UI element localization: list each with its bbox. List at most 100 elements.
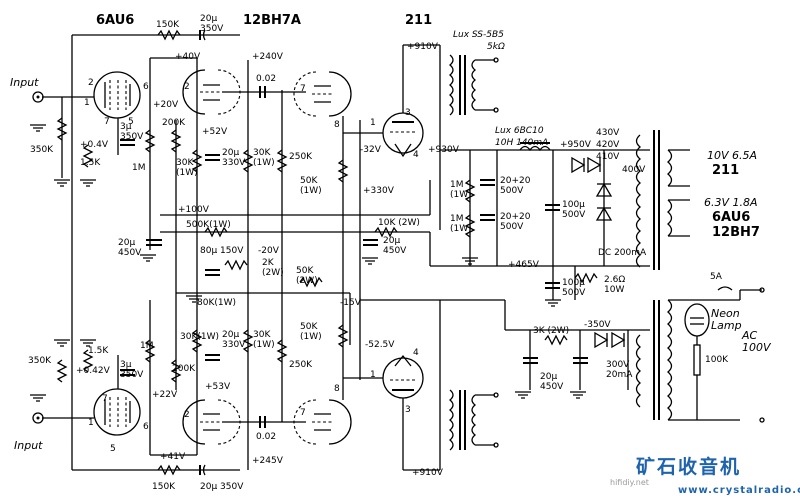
- pin-12bh7-2-bot: 2: [184, 410, 190, 420]
- label-fil211-v: 10V 6.5A: [707, 149, 758, 162]
- tube-6au6-bottom: [93, 388, 141, 436]
- label-c2020-b: 20+20 500V: [500, 212, 531, 232]
- label-r150k-bot: 150K: [152, 482, 176, 492]
- pin-12bh7-7: 7: [300, 84, 306, 94]
- label-r350k-bot: 350K: [28, 356, 52, 366]
- watermark-brand: 矿石收音机: [636, 456, 742, 478]
- label-opt-top-ohm: 5kΩ: [487, 42, 505, 52]
- output-transformer-bottom: [448, 389, 499, 451]
- label-ac: AC 100V: [742, 329, 771, 354]
- resistors: [56, 29, 598, 476]
- label-fil-small-t1: 6AU6: [712, 210, 751, 225]
- label-r250k-bot: 250K: [289, 360, 313, 370]
- label-r3k2w: 3K (2W): [533, 326, 570, 336]
- label-neon: Neon Lamp: [711, 307, 742, 332]
- input-jacks: [32, 91, 94, 424]
- pin-211-1-bot: 1: [370, 370, 376, 380]
- label-tap430: 430V: [596, 128, 620, 138]
- ground-symbols: [30, 124, 586, 402]
- label-r1m1w-a: 1M (1W): [450, 180, 472, 200]
- label-c20u450-b: 20μ 450V: [540, 372, 564, 392]
- label-tr300: 300V 20mA: [606, 360, 633, 380]
- label-choke: Lux 6BC10: [495, 126, 544, 136]
- watermark-bg: hifidiy.net: [610, 478, 649, 487]
- label-r200k-top: 200K: [162, 118, 186, 128]
- label-r1m-top: 1M: [132, 163, 146, 173]
- choke: [519, 142, 551, 152]
- label-v52-top: +52V: [202, 127, 228, 137]
- label-v330: +330V: [363, 186, 394, 196]
- pin-211-3: 3: [405, 108, 411, 118]
- tube-label-6au6-top: 6AU6: [96, 13, 135, 28]
- label-r500k1w: 500K(1W): [186, 220, 231, 230]
- label-c002-bot: 0.02: [256, 432, 277, 442]
- label-tap420: 420V: [596, 140, 620, 150]
- label-fil211-tube: 211: [712, 163, 740, 178]
- label-r30k1w-top: 30K (1W): [253, 148, 275, 168]
- label-r26: 2.6Ω 10W: [604, 275, 626, 295]
- pin-211-4-bot: 4: [413, 348, 419, 358]
- label-r50k1w-bot: 50K (1W): [300, 322, 322, 342]
- tube-label-12bh7a: 12BH7A: [243, 13, 301, 28]
- tube-211-bottom: [382, 354, 424, 399]
- label-opt-top: Lux SS-5B5: [453, 30, 504, 40]
- label-r50k2w: 50K (2W): [296, 266, 318, 286]
- label-r200k-bot: 200K: [172, 364, 196, 374]
- pin-bot-6: 6: [143, 422, 149, 432]
- label-c20u450-a: 20μ 450V: [383, 236, 407, 256]
- label-r30k1w-b1: 30K(1W): [180, 332, 220, 342]
- label-v20neg: -20V: [258, 246, 279, 256]
- label-c002-top: 0.02: [256, 74, 277, 84]
- label-fuse: 5A: [710, 272, 722, 282]
- label-r15k-top: 1.5K: [80, 158, 101, 168]
- pin-12bh7-8: 8: [334, 120, 340, 130]
- label-r1m-bot: 1M: [140, 341, 154, 351]
- label-v910-bot: +910V: [412, 468, 443, 478]
- label-v042: +0.42V: [76, 366, 110, 376]
- label-v245: +245V: [252, 456, 283, 466]
- label-c3u350-top: 3μ 350V: [120, 122, 144, 142]
- label-c20u330-bot: 20μ 330V: [222, 330, 246, 350]
- label-v100: +100V: [178, 205, 209, 215]
- label-c20u450-mid: 20μ 450V: [118, 238, 142, 258]
- label-r2k2w: 2K (2W): [262, 258, 284, 278]
- label-choke-spec: 10H 140mA: [495, 138, 549, 148]
- label-r1m1w-b: 1M (1W): [450, 214, 472, 234]
- label-v32: -32V: [360, 145, 381, 155]
- label-r15k-bot: 1.5K: [88, 346, 109, 356]
- label-v22: +22V: [152, 390, 178, 400]
- label-v41: +41V: [160, 452, 186, 462]
- label-r250k-top: 250K: [289, 152, 313, 162]
- label-v350neg: -350V: [584, 320, 611, 330]
- label-v15neg: -15V: [340, 298, 361, 308]
- label-fil-small-v: 6.3V 1.8A: [704, 196, 758, 209]
- label-tap400: 400V: [622, 165, 646, 175]
- capacitors: [120, 29, 588, 476]
- pin-bot-7: 7: [102, 394, 108, 404]
- label-r10k2w: 10K (2W): [378, 218, 420, 228]
- label-c80u150: 80μ 150V: [200, 246, 244, 256]
- label-r30k-top: 30K (1W): [176, 158, 198, 178]
- label-v910-top: +910V: [407, 42, 438, 52]
- tube-label-211: 211: [405, 13, 433, 28]
- label-v465: +465V: [508, 260, 539, 270]
- label-r80k1w: 80K(1W): [197, 298, 237, 308]
- label-v950: +950V: [560, 140, 591, 150]
- label-v240: +240V: [252, 52, 283, 62]
- pin-12bh7-8-bot: 8: [334, 384, 340, 394]
- label-tap410: 410V: [596, 152, 620, 162]
- label-r100k-ps: 100K: [705, 355, 729, 365]
- pin-top-6: 6: [143, 82, 149, 92]
- pin-12bh7-7-bot: 7: [300, 408, 306, 418]
- pin-top-1: 1: [84, 98, 90, 108]
- input-label-top: Input: [10, 76, 39, 89]
- label-v04: +0.4V: [80, 140, 109, 150]
- pin-top-2: 2: [88, 78, 94, 88]
- label-c3u350-bot: 3μ 350V: [120, 360, 144, 380]
- pin-top-7: 7: [104, 117, 110, 127]
- label-v20: +20V: [153, 100, 179, 110]
- label-v40: +40V: [175, 52, 201, 62]
- label-r50k-top: 50K (1W): [300, 176, 322, 196]
